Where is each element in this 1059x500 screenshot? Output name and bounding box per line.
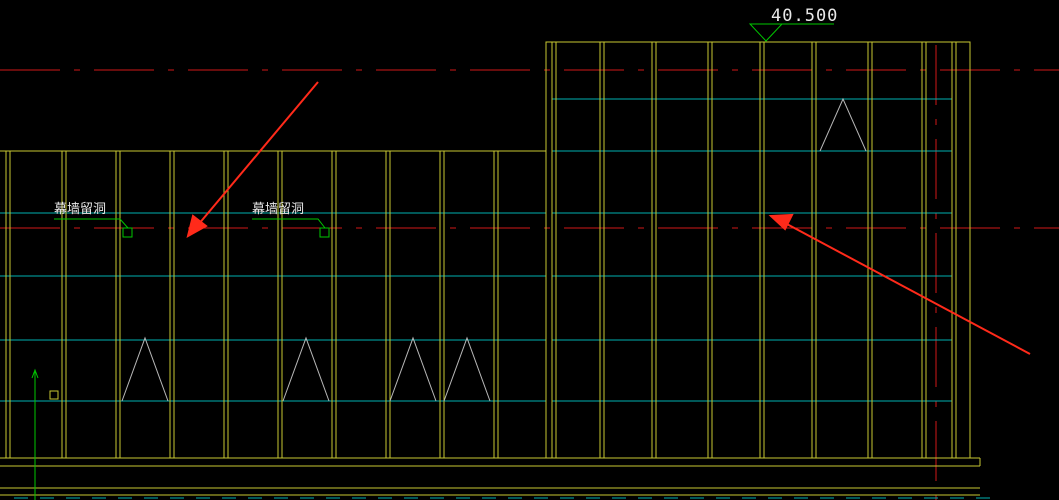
opening-marks xyxy=(121,97,867,402)
arrow-2-head xyxy=(768,213,794,231)
opening-triangle-4 xyxy=(443,336,491,402)
ucs-box xyxy=(49,390,59,400)
centerlines xyxy=(0,45,1059,500)
annotation-label-2: 幕墙留洞 xyxy=(252,202,304,217)
tower-outline xyxy=(545,41,971,458)
annotation-label-1: 幕墙留洞 xyxy=(54,202,106,217)
annotation-leader-1 xyxy=(54,218,129,229)
opening-triangle-5 xyxy=(819,97,867,152)
annotation-tag-2 xyxy=(319,227,330,238)
arrow-1-head xyxy=(186,214,208,238)
opening-triangle-3 xyxy=(389,336,437,402)
opening-triangle-1 xyxy=(121,336,169,402)
elevation-triangle xyxy=(748,23,784,42)
annotation-tag-1 xyxy=(122,227,133,238)
mullions xyxy=(5,42,957,458)
arrow-2-shaft xyxy=(784,222,1031,355)
ucs-axis-arrow xyxy=(31,368,39,379)
pointer-arrows xyxy=(186,81,1031,355)
ucs-icon xyxy=(31,368,59,500)
frame-outline xyxy=(0,41,981,496)
annotation-leader-2 xyxy=(252,218,326,229)
annotation-1: 幕墙留洞 xyxy=(54,202,133,238)
arrow-1-shaft xyxy=(197,81,319,226)
elevation-value: 40.500 xyxy=(771,6,838,26)
annotation-2: 幕墙留洞 xyxy=(252,202,330,238)
glazing-transoms xyxy=(0,41,970,402)
elevation-marker: 40.500 xyxy=(748,6,838,42)
opening-triangle-2 xyxy=(282,336,330,402)
